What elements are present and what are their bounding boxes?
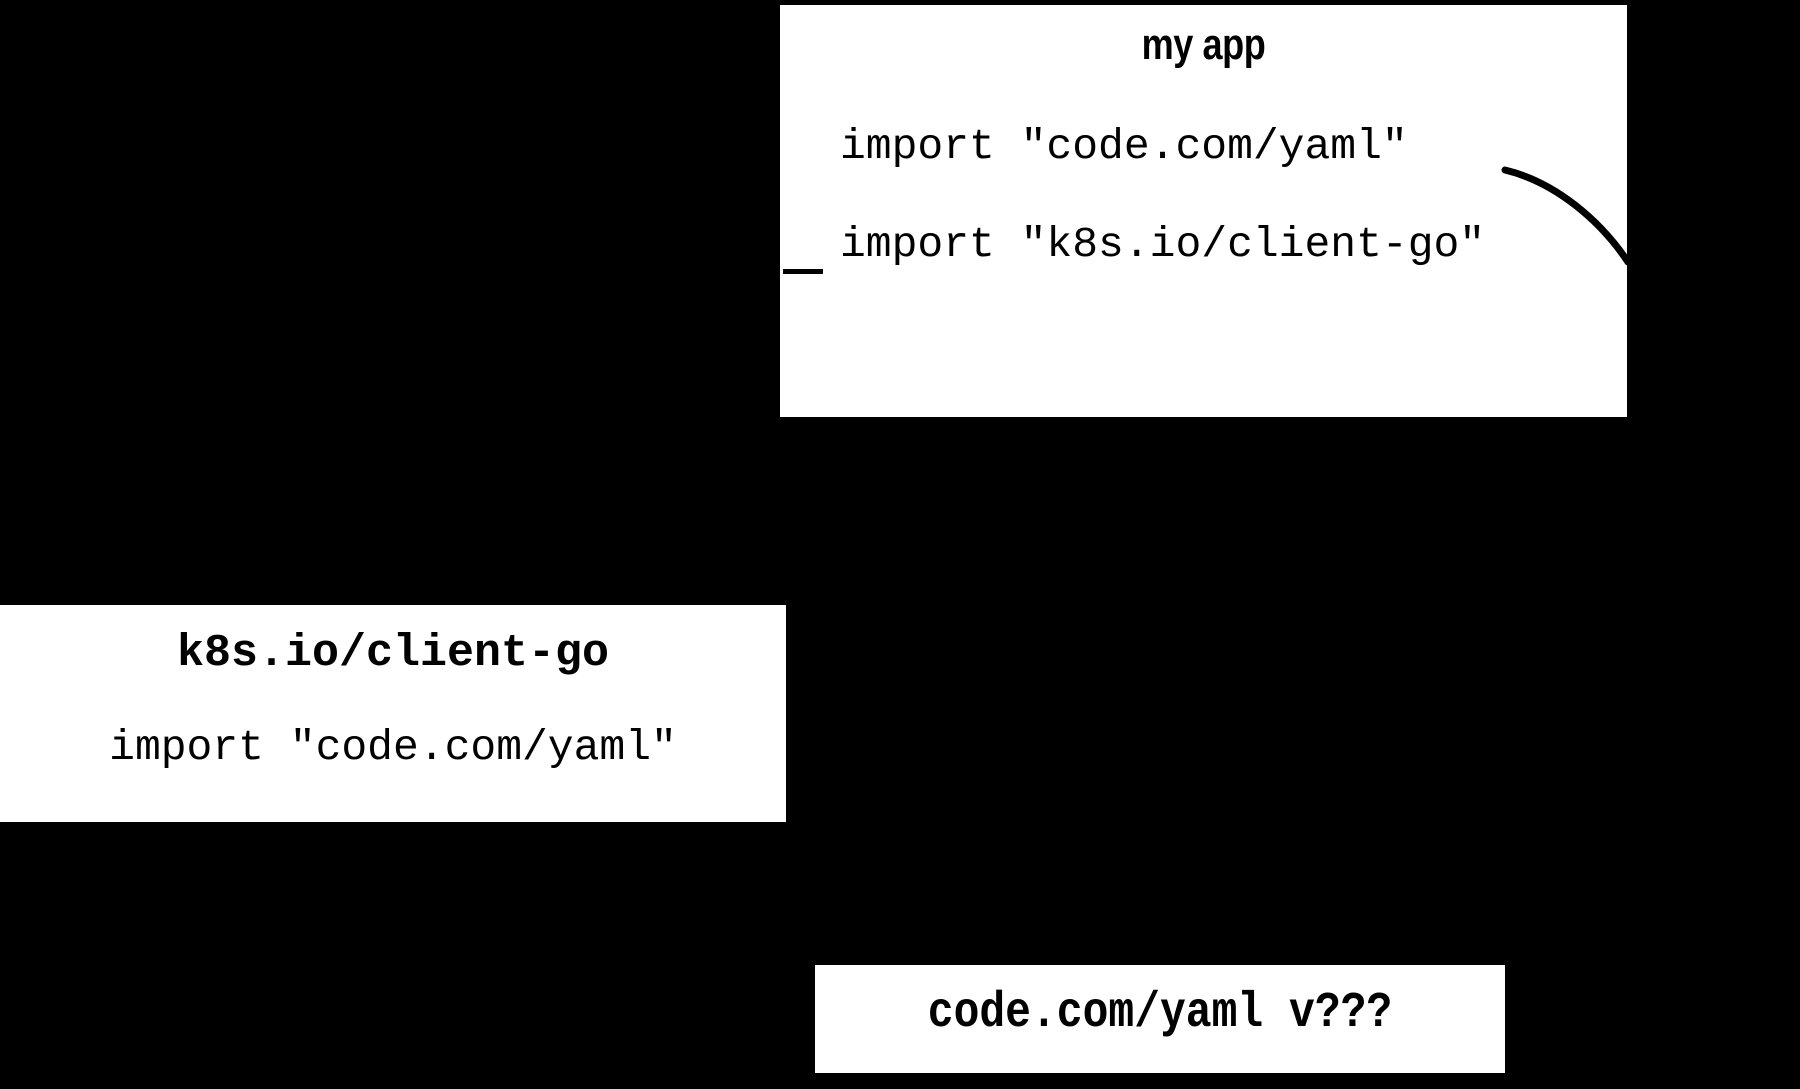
edge-stub-client-go-icon <box>783 269 823 274</box>
node-my-app-import-code-com-yaml: import "code.com/yaml" <box>840 122 1408 171</box>
node-my-app-import-k8s-io-client-go: import "k8s.io/client-go" <box>840 220 1486 269</box>
node-code-com-yaml[interactable]: code.com/yaml v??? <box>815 965 1505 1073</box>
node-k8s-io-client-go-title: k8s.io/client-go <box>176 628 610 679</box>
node-my-app-title: my app <box>1141 20 1266 69</box>
node-code-com-yaml-title: code.com/yaml v??? <box>927 985 1393 1042</box>
node-my-app[interactable]: my app import "code.com/yaml" import "k8… <box>780 5 1627 417</box>
node-k8s-io-client-go[interactable]: k8s.io/client-go import "code.com/yaml" <box>0 605 786 822</box>
node-k8s-io-client-go-import-code-com-yaml: import "code.com/yaml" <box>109 723 677 772</box>
